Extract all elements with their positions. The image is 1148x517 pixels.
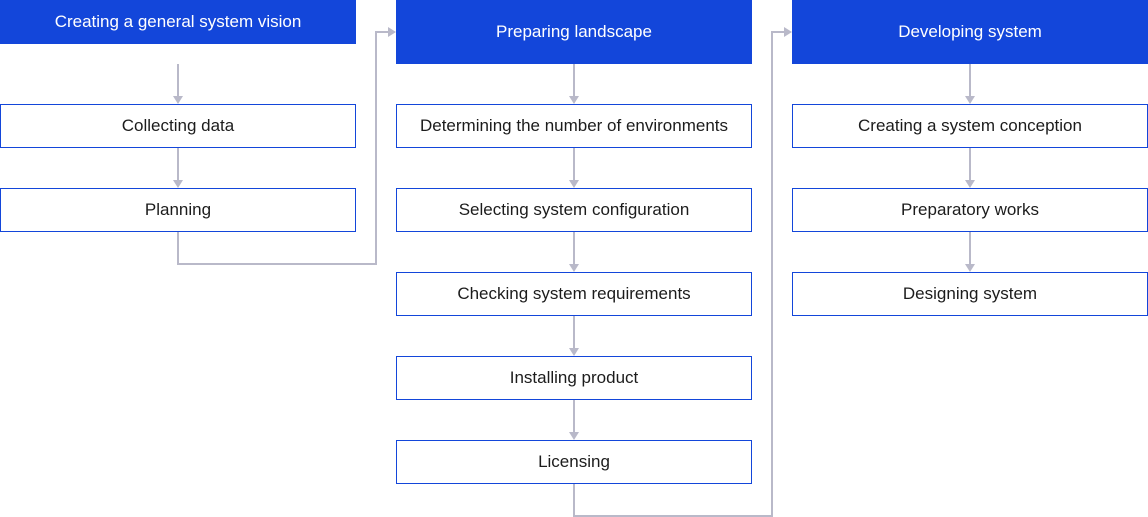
- connector-licensing-to-developing: [573, 27, 792, 517]
- connector-developing-to-conception: [965, 64, 975, 104]
- connector-preparing-to-determining: [569, 64, 579, 104]
- header-system-vision: Creating a general system vision: [0, 0, 356, 44]
- step-checking-requirements: Checking system requirements: [396, 272, 752, 316]
- connector-checking-to-installing: [569, 316, 579, 356]
- connector-planning-to-preparing: [177, 27, 396, 265]
- step-installing-product: Installing product: [396, 356, 752, 400]
- step-system-conception: Creating a system conception: [792, 104, 1148, 148]
- connector-installing-to-licensing: [569, 400, 579, 440]
- connector-selecting-to-checking: [569, 232, 579, 272]
- step-licensing: Licensing: [396, 440, 752, 484]
- step-collecting-data: Collecting data: [0, 104, 356, 148]
- step-designing-system: Designing system: [792, 272, 1148, 316]
- header-developing-system: Developing system: [792, 0, 1148, 64]
- step-planning: Planning: [0, 188, 356, 232]
- connector-determining-to-selecting: [569, 148, 579, 188]
- connector-preparatory-to-designing: [965, 232, 975, 272]
- connector-conception-to-preparatory: [965, 148, 975, 188]
- step-selecting-configuration: Selecting system configuration: [396, 188, 752, 232]
- header-preparing-landscape: Preparing landscape: [396, 0, 752, 64]
- step-preparatory-works: Preparatory works: [792, 188, 1148, 232]
- connector-collecting-to-planning: [173, 148, 183, 188]
- step-determining-environments: Determining the number of environments: [396, 104, 752, 148]
- connector-vision-to-collecting: [173, 64, 183, 104]
